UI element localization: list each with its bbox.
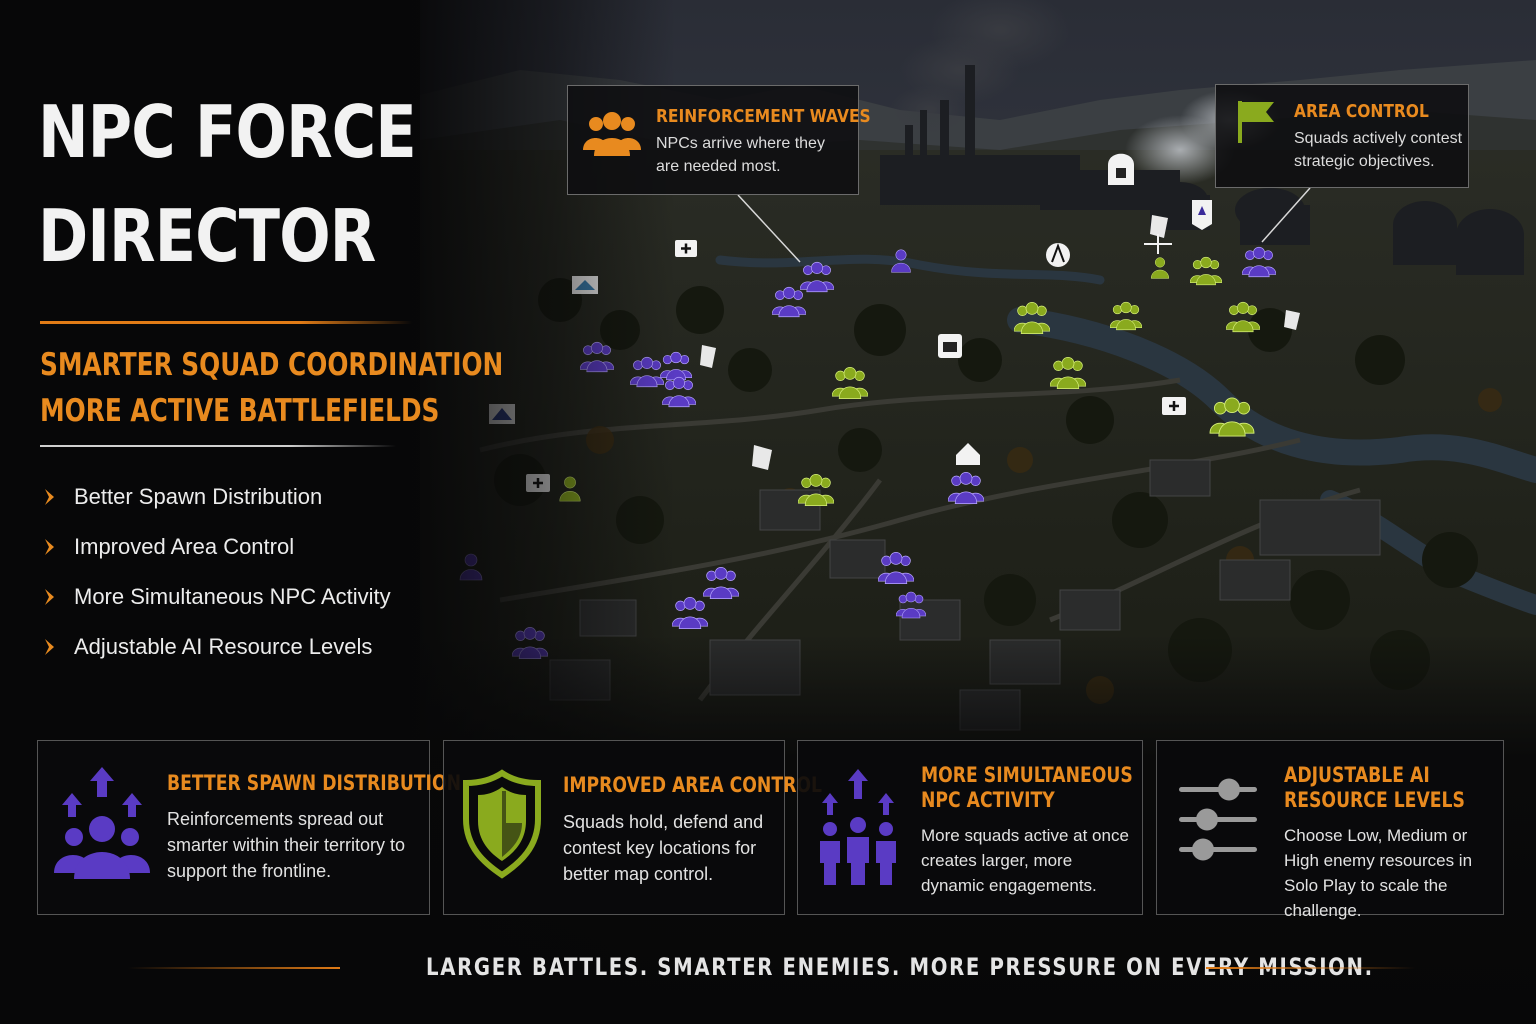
card-ai-resource-levels: ADJUSTABLE AI RESOURCE LEVELS Choose Low…	[1156, 740, 1504, 920]
chevron-right-icon	[45, 489, 54, 505]
tagline-divider-left	[128, 967, 340, 969]
card-title-line-1: IMPROVED AREA CONTROL	[563, 773, 822, 797]
bullet-item: Improved Area Control	[40, 522, 460, 572]
callout-title: AREA CONTROL	[1294, 101, 1429, 122]
squad-arrows-icon	[820, 769, 896, 885]
reinforcement-waves-callout: REINFORCEMENT WAVES NPCs arrive where th…	[567, 85, 871, 195]
flag-icon	[1238, 101, 1274, 143]
bullet-label: Better Spawn Distribution	[74, 484, 323, 509]
bullet-label: More Simultaneous NPC Activity	[74, 584, 391, 609]
bullet-label: Improved Area Control	[74, 534, 295, 559]
card-title-line-1: MORE SIMULTANEOUS	[921, 763, 1133, 787]
subtitle-divider	[40, 445, 396, 447]
card-description: Reinforcements spread out smarter within…	[167, 809, 406, 881]
subtitle-line-1: SMARTER SQUAD COORDINATION	[40, 347, 504, 383]
card-title-line-1: BETTER SPAWN DISTRIBUTION	[167, 771, 462, 795]
shield-icon	[463, 769, 541, 879]
chevron-right-icon	[45, 539, 54, 555]
card-area-control: IMPROVED AREA CONTROL Squads hold, defen…	[443, 740, 822, 915]
tagline: LARGER BATTLES. SMARTER ENEMIES. MORE PR…	[426, 953, 1374, 981]
card-title: IMPROVED AREA CONTROL	[563, 773, 822, 798]
page-title: NPC FORCE DIRECTOR	[38, 80, 417, 288]
title-line-2: DIRECTOR	[38, 194, 376, 278]
callout-description: NPCs arrive where they are needed most.	[656, 135, 825, 175]
bullet-item: Better Spawn Distribution	[40, 472, 460, 522]
callout-description: Squads actively contest strategic object…	[1294, 130, 1463, 170]
spawn-distribution-icon	[54, 767, 150, 879]
chevron-right-icon	[45, 639, 54, 655]
title-divider	[40, 321, 412, 324]
card-description: Squads hold, defend and contest key loca…	[563, 812, 764, 884]
card-title-line-1: ADJUSTABLE AI	[1284, 763, 1430, 787]
card-description: Choose Low, Medium or High enemy resourc…	[1284, 826, 1473, 920]
squad-icon	[583, 112, 641, 156]
bullet-item: Adjustable AI Resource Levels	[40, 622, 460, 672]
card-npc-activity: MORE SIMULTANEOUS NPC ACTIVITY More squa…	[797, 740, 1143, 915]
card-description: More squads active at once creates large…	[921, 826, 1129, 895]
bullet-item: More Simultaneous NPC Activity	[40, 572, 460, 622]
subtitle: SMARTER SQUAD COORDINATION MORE ACTIVE B…	[40, 342, 504, 434]
card-spawn-distribution: BETTER SPAWN DISTRIBUTION Reinforcements…	[37, 740, 461, 915]
card-title: MORE SIMULTANEOUS NPC ACTIVITY	[921, 763, 1133, 813]
callout-title: REINFORCEMENT WAVES	[656, 106, 871, 127]
sliders-icon	[1179, 778, 1257, 861]
card-title: BETTER SPAWN DISTRIBUTION	[167, 771, 461, 796]
card-title-line-2: NPC ACTIVITY	[921, 788, 1055, 812]
tagline-divider-right	[1206, 967, 1416, 969]
card-title-line-2: RESOURCE LEVELS	[1284, 788, 1465, 812]
title-line-1: NPC FORCE	[38, 90, 417, 174]
feature-bullet-list: Better Spawn Distribution Improved Area …	[40, 472, 460, 672]
chevron-right-icon	[45, 589, 54, 605]
card-title: ADJUSTABLE AI RESOURCE LEVELS	[1284, 763, 1465, 813]
subtitle-line-2: MORE ACTIVE BATTLEFIELDS	[40, 393, 440, 429]
area-control-callout: AREA CONTROL Squads actively contest str…	[1215, 84, 1469, 188]
bullet-label: Adjustable AI Resource Levels	[74, 634, 373, 659]
